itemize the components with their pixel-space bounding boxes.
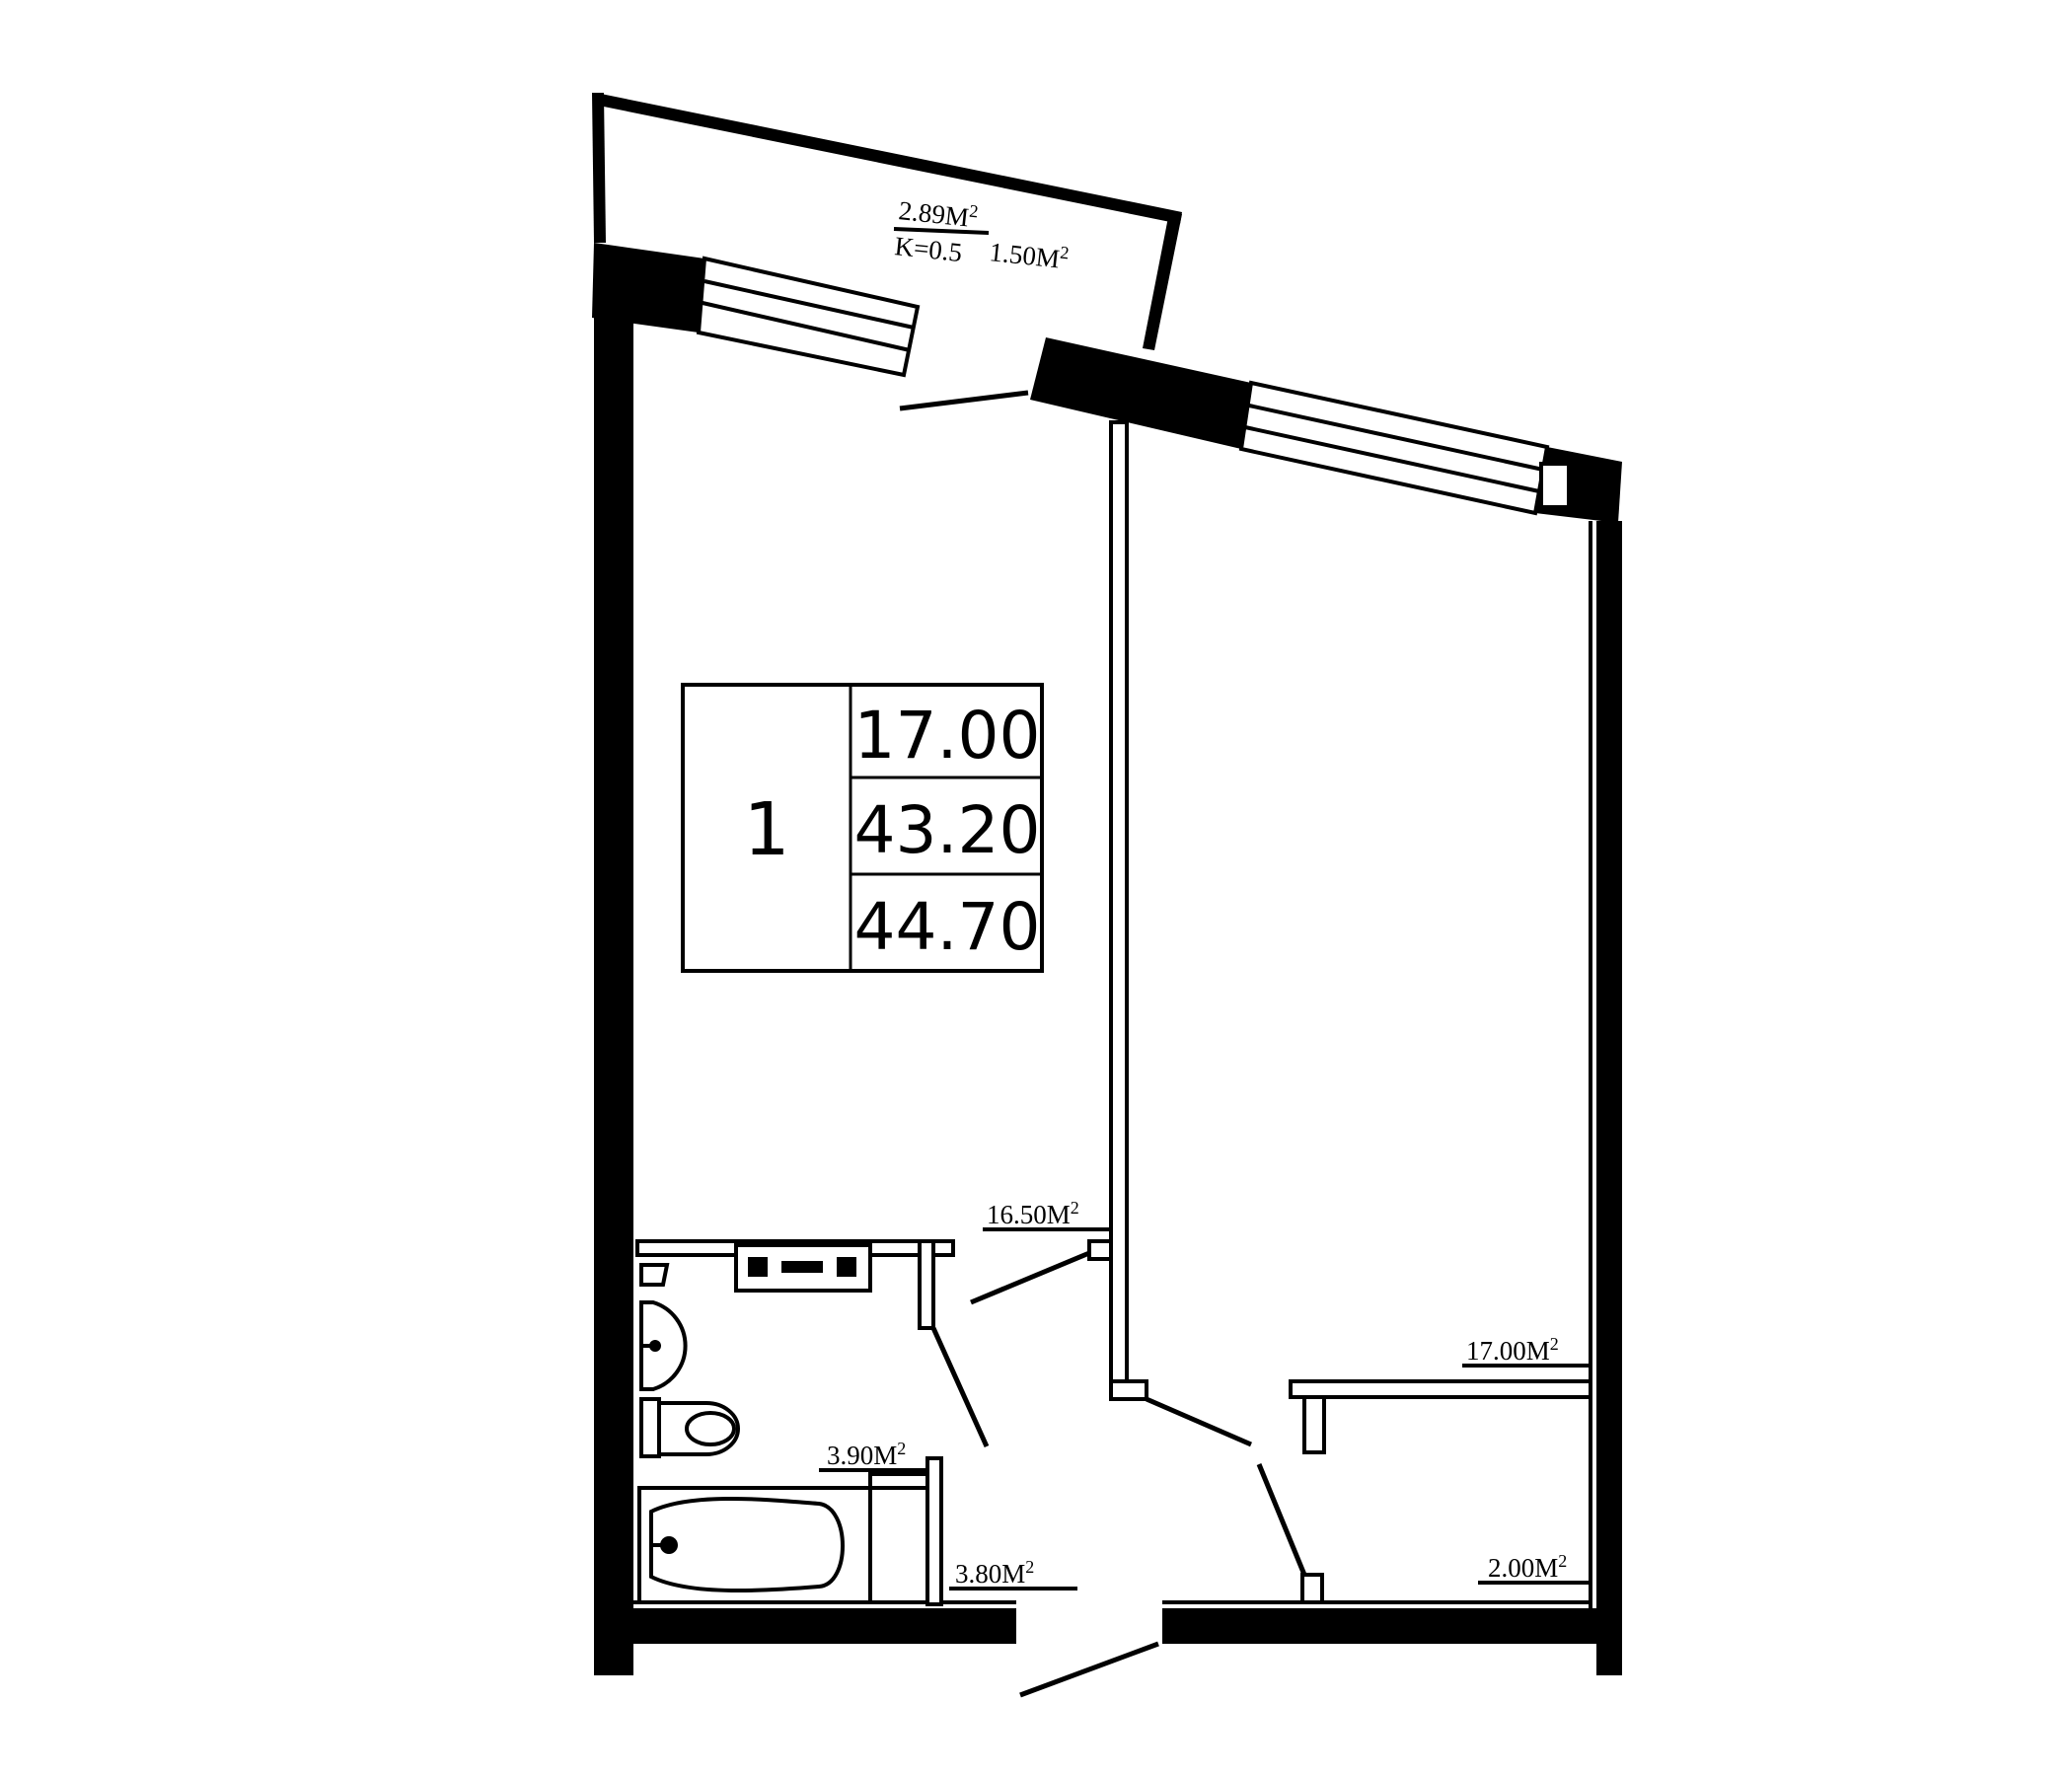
partition-bath-ledge — [868, 1472, 929, 1490]
partition-bath-lower — [925, 1456, 943, 1606]
door-balcony — [899, 390, 1029, 411]
wall-top-mid — [1030, 337, 1251, 449]
window-kitchen-pane — [702, 301, 911, 352]
interior-walls — [635, 420, 1592, 1606]
apartment-stamp: 1 17.00 43.20 44.70 — [681, 683, 1044, 973]
partition-kitchen-stub — [1087, 1239, 1113, 1261]
stamp-living-area: 17.00 — [854, 698, 1041, 774]
partition-kitchen-living — [1109, 420, 1129, 1401]
wall-top-left — [592, 243, 704, 333]
door-kitchen — [970, 1250, 1090, 1305]
door-closet — [1256, 1463, 1307, 1576]
wall-left — [594, 316, 633, 1675]
area-labels: 2.89М2 K=0.5 1.50М2 16.50М2 17.00М2 3.90… — [819, 193, 1591, 1591]
balcony-area: 2.89М2 — [897, 193, 979, 233]
toilet-icon — [639, 1397, 740, 1458]
window-living-pane — [1244, 425, 1540, 493]
door-entrance — [1019, 1641, 1159, 1698]
door-bathroom — [930, 1326, 990, 1448]
exterior-walls — [592, 243, 1622, 1675]
wall-bottom-right — [1162, 1608, 1622, 1644]
window-living-frame — [1539, 462, 1571, 509]
living-room-area: 17.00М2 — [1466, 1334, 1559, 1366]
hallway-area: 3.80М2 — [955, 1557, 1034, 1589]
balcony-wall-right — [1143, 212, 1182, 350]
window-kitchen — [696, 256, 921, 378]
balcony-wall-left — [592, 93, 606, 243]
door-closet-stop — [1300, 1573, 1324, 1604]
balcony — [592, 93, 1182, 350]
balcony-coefficient: K=0.5 — [893, 231, 963, 267]
partition-closet — [1289, 1379, 1592, 1399]
balcony-reduced-area: 1.50М2 — [988, 235, 1070, 274]
bathroom-area: 3.90М2 — [827, 1439, 906, 1470]
partition-kitchen-living-end — [1109, 1379, 1148, 1401]
window-kitchen-pane — [703, 279, 915, 330]
closet-area: 2.00М2 — [1488, 1551, 1567, 1583]
doors — [899, 390, 1307, 1698]
window-living — [1238, 380, 1550, 516]
window-living-pane — [1248, 404, 1544, 472]
sink-icon — [639, 1300, 688, 1391]
kitchen-counter — [734, 1243, 872, 1293]
door-living — [1146, 1396, 1252, 1447]
stamp-total-area-balcony: 44.70 — [854, 889, 1041, 965]
partition-bath-right — [918, 1239, 935, 1330]
wall-bottom-left — [594, 1608, 1016, 1644]
balcony-wall-top — [594, 93, 1182, 224]
bathroom-fixtures — [637, 1263, 872, 1604]
partition-closet-stub — [1302, 1395, 1326, 1454]
stamp-rooms: 1 — [743, 787, 789, 872]
kitchen-area: 16.50М2 — [987, 1198, 1079, 1229]
stamp-total-area: 43.20 — [854, 792, 1041, 868]
bathtub-icon — [637, 1486, 872, 1604]
shelf-icon — [639, 1263, 670, 1287]
wall-right — [1596, 521, 1622, 1675]
